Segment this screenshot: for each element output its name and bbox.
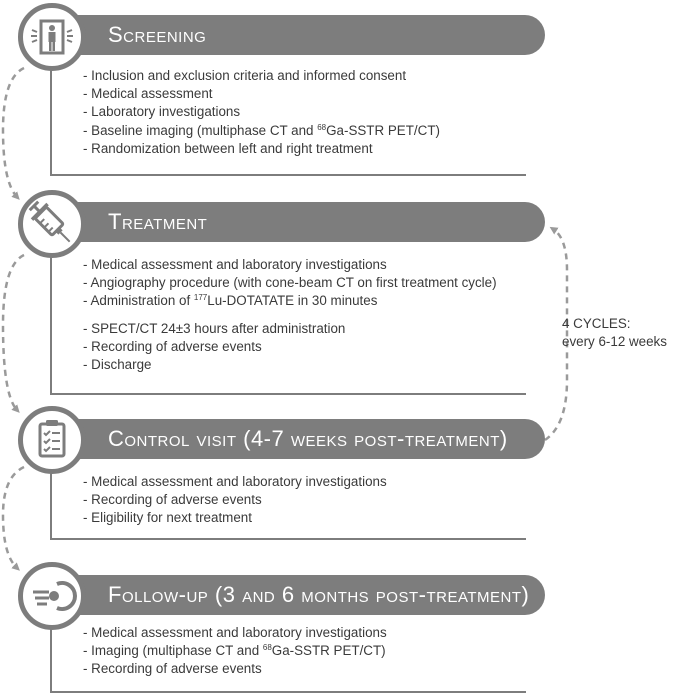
screening-banner: Screening xyxy=(50,15,545,55)
list-item: - Recording of adverse events xyxy=(83,492,262,508)
list-item: - Medical assessment and laboratory inve… xyxy=(83,625,387,640)
list-item: - Inclusion and exclusion criteria and i… xyxy=(83,68,407,83)
screening-bracket xyxy=(50,58,526,176)
follow-up-list: - Medical assessment and laboratory inve… xyxy=(83,624,387,679)
follow-up-bracket xyxy=(50,613,526,693)
connector-treatment-to-control xyxy=(1,253,25,413)
list-item: - Medical assessment and laboratory inve… xyxy=(83,257,387,272)
follow-up-banner: Follow-up (3 and 6 months post-treatment… xyxy=(50,575,545,615)
list-item: - Administration of 177Lu-DOTATATE in 30… xyxy=(83,293,378,309)
screening-list: - Inclusion and exclusion criteria and i… xyxy=(83,67,440,158)
connector-screening-to-treatment xyxy=(1,66,25,200)
list-item: - Recording of adverse events xyxy=(83,338,262,354)
clipboard-checklist-icon xyxy=(38,420,66,458)
list-item: - Recording of adverse events xyxy=(83,661,262,677)
treatment-banner: Treatment xyxy=(50,202,545,242)
connector-cycle-loop xyxy=(544,226,569,442)
cycle-note-count: 4 CYCLES: xyxy=(562,316,631,331)
connector-control-to-followup xyxy=(1,465,25,571)
treatment-icon-circle xyxy=(18,190,86,258)
list-item: - Discharge xyxy=(83,357,152,373)
screening-title: Screening xyxy=(108,22,207,47)
follow-up-target-icon xyxy=(33,581,77,611)
syringe-icon xyxy=(28,200,71,243)
list-item: - SPECT/CT 24±3 hours after administrati… xyxy=(83,320,346,336)
list-item: - Angiography procedure (with cone-beam … xyxy=(83,275,497,291)
follow-up-title: Follow-up (3 and 6 months post-treatment… xyxy=(108,582,530,607)
treatment-list: - Medical assessment and laboratory inve… xyxy=(83,256,497,374)
list-item: - Baseline imaging (multiphase CT and 68… xyxy=(83,122,440,138)
list-item: - Imaging (multiphase CT and 68Ga-SSTR P… xyxy=(83,643,386,659)
control-visit-list: - Medical assessment and laboratory inve… xyxy=(83,473,387,528)
list-item: - Medical assessment xyxy=(83,86,213,102)
treatment-title: Treatment xyxy=(108,209,208,234)
list-item: - Laboratory investigations xyxy=(83,104,241,120)
list-item: - Eligibility for next treatment xyxy=(83,510,252,526)
control-visit-icon-circle xyxy=(18,406,86,474)
list-item: - Randomization between left and right t… xyxy=(83,140,373,156)
follow-up-icon-circle xyxy=(18,562,86,630)
list-item: - Medical assessment and laboratory inve… xyxy=(83,474,387,489)
control-visit-title: Control visit (4-7 weeks post-treatment) xyxy=(108,426,508,451)
control-visit-banner: Control visit (4-7 weeks post-treatment) xyxy=(50,419,545,459)
screening-icon-circle xyxy=(18,3,86,71)
metal-detector-icon xyxy=(31,19,73,55)
treatment-bracket xyxy=(50,245,526,395)
cycle-note: 4 CYCLES: every 6-12 weeks xyxy=(562,315,667,351)
cycle-note-interval: every 6-12 weeks xyxy=(562,334,667,349)
control-visit-bracket xyxy=(50,458,526,540)
